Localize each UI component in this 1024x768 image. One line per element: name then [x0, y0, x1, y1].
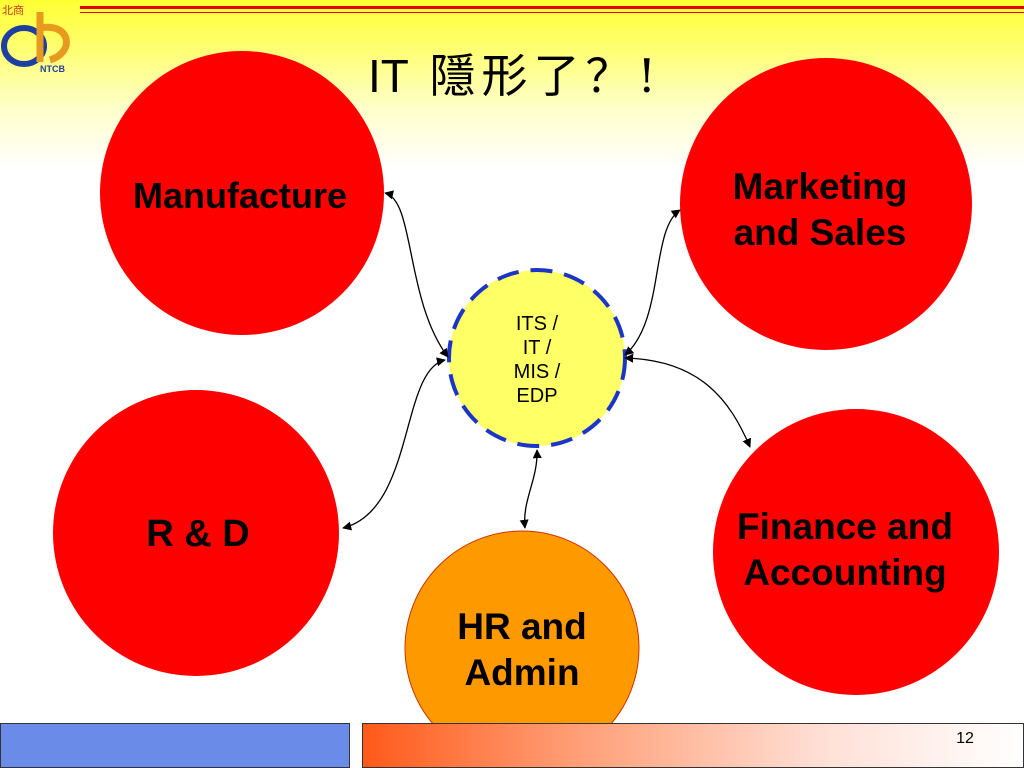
slide-title: IT 隱形了？!	[300, 40, 730, 106]
logo-text-top: 北商	[2, 3, 24, 17]
label-manufacture: Manufacture	[132, 174, 348, 216]
title-latin: IT	[367, 50, 409, 102]
marketing-circle	[680, 58, 972, 350]
connector-manufacture	[384, 190, 449, 358]
footer-bar-left	[0, 723, 350, 768]
logo-brand-text: NTCB	[40, 64, 65, 74]
finance-circle	[713, 409, 999, 695]
label-marketing-sales: Marketing and Sales	[732, 165, 908, 253]
label-finance-accounting: Finance and Accounting	[737, 505, 953, 593]
connector-rd	[342, 357, 446, 531]
connector-finance	[624, 353, 751, 448]
label-rd: R & D	[146, 513, 250, 556]
label-it-center: ITS / IT / MIS / EDP	[513, 313, 561, 407]
title-rule-top	[80, 6, 1024, 9]
rd-circle	[53, 390, 339, 676]
title-rule-bottom	[80, 12, 1024, 13]
connector-hr	[519, 449, 542, 529]
title-cjk: 隱形了？!	[429, 49, 662, 103]
ntcb-logo: 北商 NTCB	[0, 0, 80, 80]
manufacture-circle	[100, 51, 384, 335]
label-hr-admin: HR and Admin	[457, 605, 587, 693]
connector-marketing	[624, 209, 681, 356]
page-number: 12	[956, 730, 974, 747]
footer-bar-right	[362, 723, 1024, 768]
